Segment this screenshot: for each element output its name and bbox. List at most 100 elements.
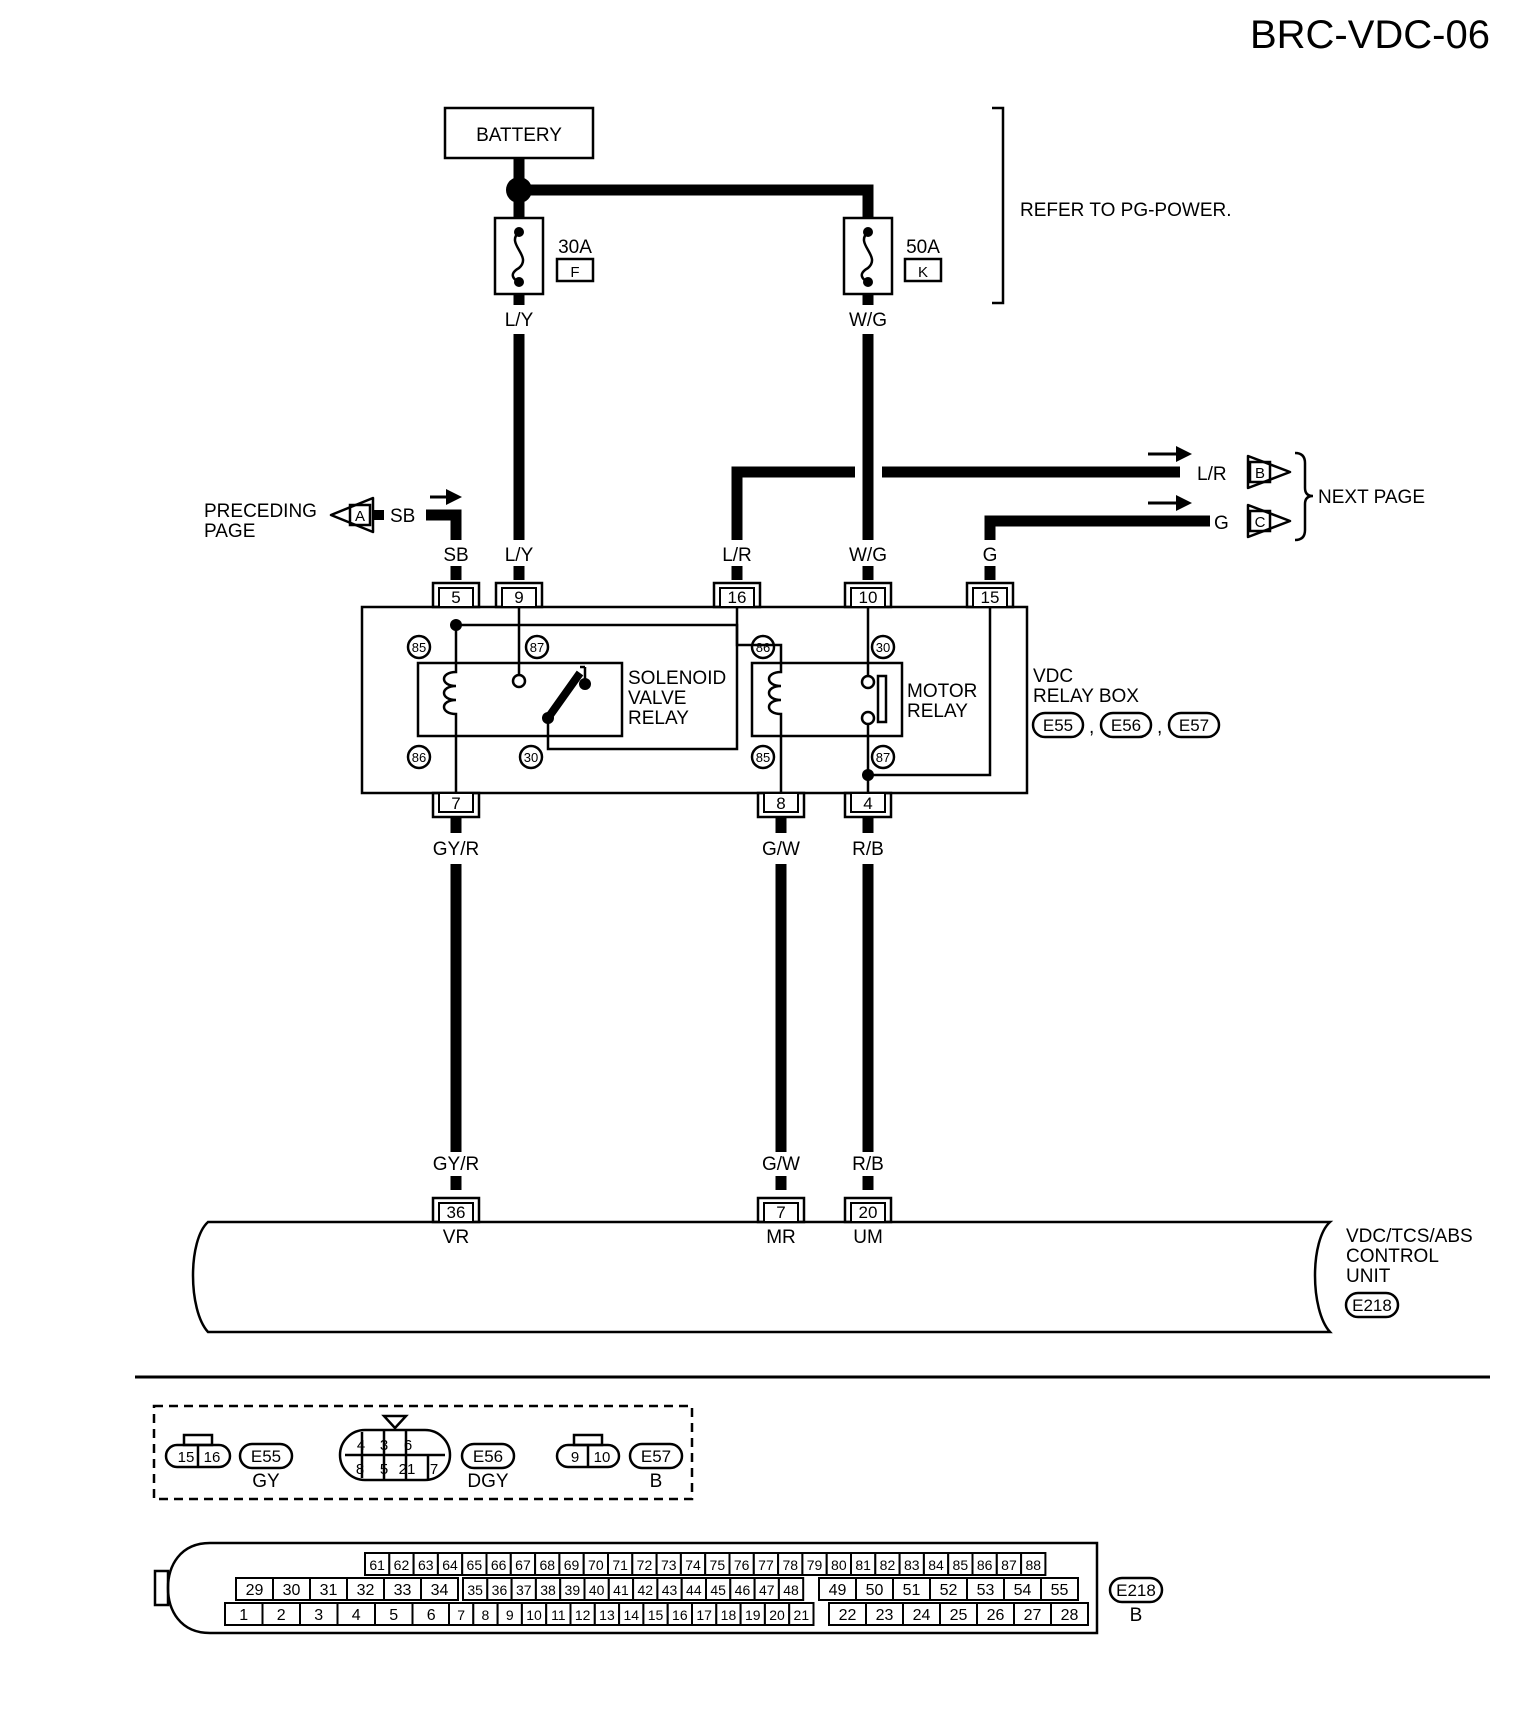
bottom-pin-4-wire: R/B — [852, 839, 884, 860]
e218-pin-79: 79 — [807, 1557, 823, 1573]
e218-pin-66: 66 — [491, 1557, 507, 1573]
e218-pin-73: 73 — [661, 1557, 677, 1573]
e218-pin-65: 65 — [467, 1557, 483, 1573]
e218-pin-61: 61 — [369, 1557, 385, 1573]
battery: BATTERY — [443, 106, 595, 160]
e218-pin-4: 4 — [352, 1607, 361, 1624]
top-pin-9-num: 9 — [514, 588, 523, 607]
e218-pin-55: 55 — [1051, 1582, 1069, 1599]
e218-pin-24: 24 — [913, 1607, 931, 1624]
sv-term-30-label: 30 — [524, 750, 538, 765]
fuse-50a-wire: W/G — [849, 310, 887, 331]
top-pin-9: 9 — [494, 581, 544, 609]
e218-pin-8: 8 — [482, 1607, 490, 1623]
e218-pin-77: 77 — [758, 1557, 774, 1573]
e55-pin-16: 16 — [204, 1449, 221, 1466]
e218-pin-49: 49 — [829, 1582, 847, 1599]
e218-pin-52: 52 — [940, 1582, 958, 1599]
cu-pin-36-num: 36 — [447, 1203, 466, 1222]
e218-pin-31: 31 — [320, 1582, 338, 1599]
preceding-tag: A — [355, 508, 365, 525]
relay-box: 5 9 16 10 15 7 8 4 — [360, 581, 1221, 819]
e218-pin-67: 67 — [515, 1557, 531, 1573]
mr-term-85-label: 85 — [756, 750, 770, 765]
cu-code-text: E218 — [1352, 1296, 1392, 1315]
e218-pin-71: 71 — [612, 1557, 628, 1573]
mr-label-1: MOTOR — [907, 681, 977, 702]
e218-pin-18: 18 — [721, 1607, 737, 1623]
e218-pin-85: 85 — [953, 1557, 969, 1573]
relay-box-code-e57: E57 — [1167, 711, 1221, 739]
cu-label-2: CONTROL — [1346, 1246, 1439, 1267]
sv-term-87-label: 87 — [530, 640, 544, 655]
cu-label-3: UNIT — [1346, 1266, 1391, 1287]
e218-pin-6: 6 — [427, 1607, 436, 1624]
e218-pin-83: 83 — [904, 1557, 920, 1573]
e218-pin-19: 19 — [745, 1607, 761, 1623]
cu-code: E218 — [1344, 1291, 1400, 1319]
e56-pin-21: 21 — [399, 1461, 416, 1478]
e218-pin-81: 81 — [855, 1557, 871, 1573]
e55-color: GY — [252, 1471, 280, 1492]
e56-pin-5: 5 — [380, 1461, 388, 1478]
top-pin-10-num: 10 — [859, 588, 878, 607]
e218-pin-53: 53 — [977, 1582, 995, 1599]
bottom-pin-7-wire: GY/R — [433, 839, 479, 860]
e55-connector: 15 16 E55 GY — [164, 1433, 294, 1492]
top-pin-10-wire: W/G — [849, 545, 887, 566]
relay-box-title-1: VDC — [1033, 666, 1073, 687]
e218-pin-36: 36 — [492, 1582, 508, 1598]
e218-pin-82: 82 — [880, 1557, 896, 1573]
cu-pin-7: 7 MR — [756, 1196, 806, 1248]
e218-pin-68: 68 — [539, 1557, 555, 1573]
relay-box-code-e56: E56 — [1099, 711, 1153, 739]
cu-pin-36-wire: GY/R — [433, 1154, 479, 1175]
fuse-50a-amps: 50A — [906, 237, 940, 258]
top-pin-15-num: 15 — [981, 588, 1000, 607]
arrow-g — [1148, 495, 1192, 511]
e56-pin-7: 7 — [430, 1461, 438, 1478]
e218-pin-84: 84 — [928, 1557, 944, 1573]
relay-box-code-e57-text: E57 — [1179, 716, 1209, 735]
e218-pin-51: 51 — [903, 1582, 921, 1599]
relay-box-code-e55-text: E55 — [1043, 716, 1073, 735]
e218-code: E218 — [1116, 1581, 1156, 1600]
fuse-30a-wire: L/Y — [505, 310, 534, 331]
top-pin-9-wire: L/Y — [505, 545, 534, 566]
top-pin-10: 10 — [843, 581, 893, 609]
bottom-pin-4: 4 — [843, 791, 893, 819]
fuse-30a-letter: F — [570, 264, 579, 281]
e56-color: DGY — [467, 1471, 509, 1492]
top-pin-16-wire: L/R — [722, 545, 752, 566]
e218-pin-76: 76 — [734, 1557, 750, 1573]
e218-pin-39: 39 — [565, 1582, 581, 1598]
e218-pin-75: 75 — [710, 1557, 726, 1573]
next-connector-b-tag: B — [1255, 465, 1265, 482]
e218-pin-cell — [420, 1577, 459, 1601]
mr-term-30-label: 30 — [876, 640, 890, 655]
e218-pin-32: 32 — [357, 1582, 375, 1599]
e56-pin-8: 8 — [356, 1461, 364, 1478]
next-connector-c: C — [1246, 503, 1292, 539]
preceding-connector: PRECEDING PAGE A SB — [204, 489, 462, 542]
next-lr-wire: L/R — [1197, 464, 1227, 485]
top-pin-5-wire: SB — [443, 545, 468, 566]
e218-pin-10: 10 — [526, 1607, 542, 1623]
control-unit: 36 VR 7 MR 20 UM VDC/TCS/ABS CONTROL UNI… — [191, 1196, 1473, 1334]
e218-pin-1: 1 — [239, 1607, 248, 1624]
mr-label-2: RELAY — [907, 701, 968, 722]
e218-pin-40: 40 — [589, 1582, 605, 1598]
e218-pin-17: 17 — [696, 1607, 712, 1623]
bottom-pin-8-wire: G/W — [762, 839, 800, 860]
top-pin-16: 16 — [712, 581, 762, 609]
mr-term-85: 85 — [750, 744, 776, 770]
e218-pin-63: 63 — [418, 1557, 434, 1573]
e218-pin-21: 21 — [794, 1607, 810, 1623]
connector-views-box: 15 16 E55 GY 4 3 6 8 5 21 7 E56 DGY — [152, 1404, 694, 1501]
cu-pin-20-wire: R/B — [852, 1154, 884, 1175]
e218-pin-16: 16 — [672, 1607, 688, 1623]
e218-pin-15: 15 — [648, 1607, 664, 1623]
